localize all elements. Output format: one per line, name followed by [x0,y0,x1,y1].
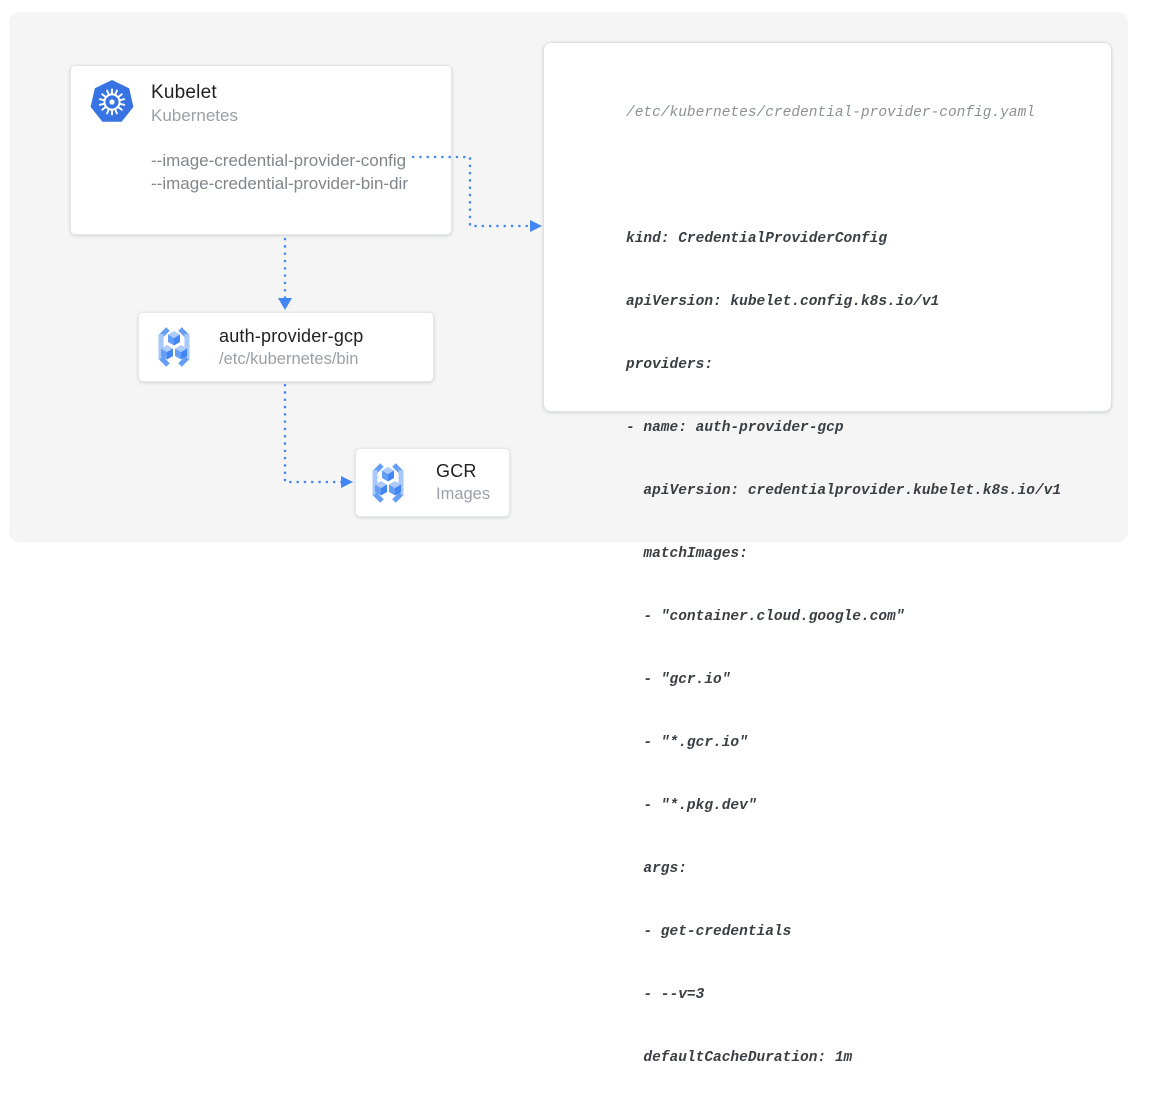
code-line: matchImages: [626,546,748,562]
gcr-title: GCR [436,461,477,481]
code-line: - name: auth-provider-gcp [626,420,844,436]
credential-provider-config-card: /etc/kubernetes/credential-provider-conf… [543,42,1112,1066]
kubelet-flags: --image-credential-provider-config --ima… [151,149,408,195]
code-line: apiVersion: credentialprovider.kubelet.k… [626,483,1062,499]
auth-provider-gcp-card: auth-provider-gcp /etc/kubernetes/bin [138,312,434,382]
flag-image-credential-provider-config: --image-credential-provider-config [151,151,407,170]
code-line: - "*.gcr.io" [626,735,748,751]
code-line: apiVersion: kubelet.config.k8s.io/v1 [626,294,940,310]
kubernetes-icon [90,80,134,124]
code-line: - "container.cloud.google.com" [626,609,905,625]
code-line: providers: [626,357,714,373]
blank-line [626,166,1061,187]
gcr-registry-icon [152,325,196,369]
code-line: kind: CredentialProviderConfig [626,231,888,247]
kubelet-card: Kubelet Kubernetes --image-credential-pr… [70,65,452,235]
flag-image-credential-provider-bin-dir: --image-credential-provider-bin-dir [151,174,408,193]
kubelet-subtitle: Kubernetes [151,106,238,125]
yaml-code-block: /etc/kubernetes/credential-provider-conf… [626,61,1061,1111]
gcr-card: GCR Images [355,448,510,517]
diagram-page: { "colors": { "arrow_blue": "#4285F4", "… [70,42,1112,1066]
kubelet-title: Kubelet [151,82,217,103]
cubes [375,467,401,496]
auth-provider-title: auth-provider-gcp [219,326,364,346]
code-line: - "gcr.io" [626,672,731,688]
auth-provider-subtitle: /etc/kubernetes/bin [219,350,359,368]
code-line: - get-credentials [626,924,792,940]
code-line: defaultCacheDuration: 1m [626,1050,853,1066]
gcr-subtitle: Images [436,485,491,503]
code-line: args: [626,861,687,877]
code-line: - --v=3 [626,987,705,1003]
code-line: - "*.pkg.dev" [626,798,757,814]
cubes [161,331,187,360]
yaml-filename: /etc/kubernetes/credential-provider-conf… [626,105,1035,121]
gcr-registry-icon [366,461,410,505]
